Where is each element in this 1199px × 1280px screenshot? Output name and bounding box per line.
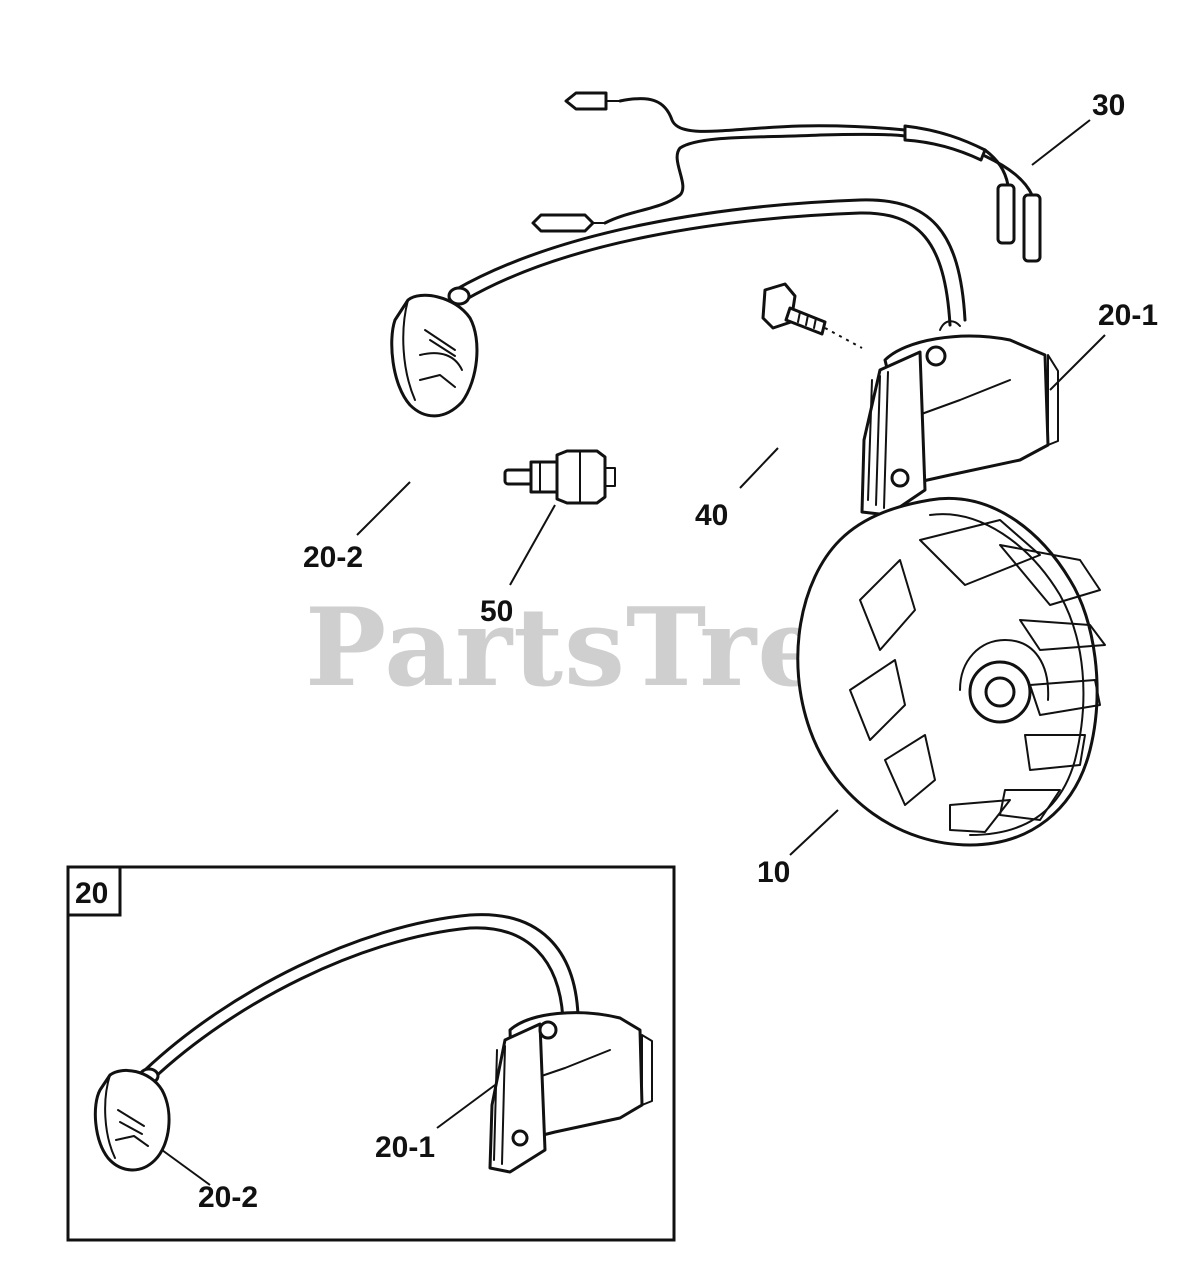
callout-40: 40 [695, 499, 728, 532]
callout-10: 10 [757, 856, 790, 889]
inset-callout-20-1: 20-1 [375, 1131, 435, 1164]
callout-50: 50 [480, 595, 513, 628]
leader-lines [356, 119, 1106, 856]
part-20-2-spark-plug-cap [390, 293, 479, 418]
inset-assembly-20: 20 20-1 20-2 [66, 865, 676, 1242]
part-20-1-ignition-coil [447, 198, 1059, 517]
part-50-spark-plug [503, 449, 616, 505]
callout-30: 30 [1092, 89, 1125, 122]
part-10-flywheel [796, 497, 1106, 847]
inset-callout-20-2: 20-2 [198, 1181, 258, 1214]
inset-title-20: 20 [75, 877, 108, 910]
part-30-wire-harness [531, 91, 1042, 263]
callout-20-1: 20-1 [1098, 299, 1158, 332]
callout-20-2: 20-2 [303, 541, 363, 574]
part-40-bolt [761, 282, 863, 349]
